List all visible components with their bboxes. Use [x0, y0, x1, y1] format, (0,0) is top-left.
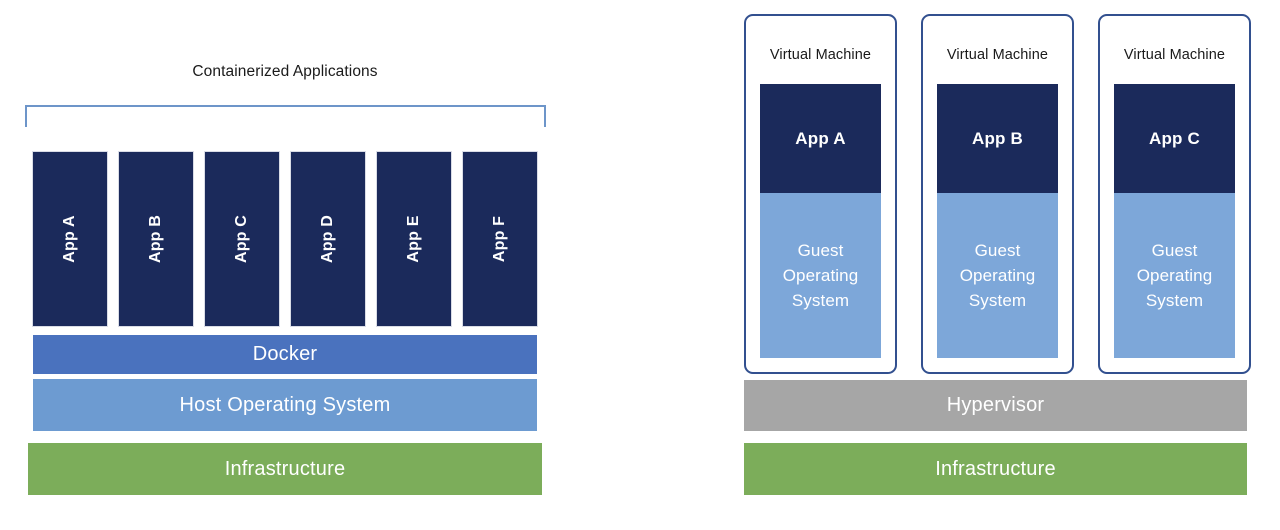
virtual-machine-card-c[interactable]: Virtual Machine App C Guest Operating Sy… — [1098, 14, 1251, 374]
virtual-machine-card-a[interactable]: Virtual Machine App A Guest Operating Sy… — [744, 14, 897, 374]
vm-guest-os-block: Guest Operating System — [937, 193, 1058, 358]
container-box-app-e[interactable]: App E — [377, 152, 451, 326]
containerized-applications-diagram: Containerized Applications App A App B A… — [25, 63, 546, 495]
layer-docker: Docker — [33, 335, 537, 374]
container-boxes-row: App A App B App C App D App E App F — [33, 152, 537, 326]
containerized-applications-title: Containerized Applications — [192, 63, 378, 80]
container-box-app-f[interactable]: App F — [463, 152, 537, 326]
vm-guest-os-block: Guest Operating System — [1114, 193, 1235, 358]
virtual-machine-cards-row: Virtual Machine App A Guest Operating Sy… — [744, 14, 1251, 374]
container-label: App B — [147, 214, 164, 264]
virtual-machines-diagram: Virtual Machine App A Guest Operating Sy… — [640, 0, 1280, 530]
vm-guest-os-block: Guest Operating System — [760, 193, 881, 358]
container-box-app-d[interactable]: App D — [291, 152, 365, 326]
container-box-app-a[interactable]: App A — [33, 152, 107, 326]
container-label: App F — [491, 215, 508, 263]
vm-app-block: App C — [1114, 84, 1235, 193]
layer-infrastructure-vms: Infrastructure — [744, 443, 1247, 495]
layer-hypervisor: Hypervisor — [744, 380, 1247, 431]
virtual-machine-title: Virtual Machine — [946, 47, 1049, 63]
container-label: App E — [405, 215, 422, 263]
layer-infrastructure-containers: Infrastructure — [28, 443, 542, 495]
container-label: App C — [233, 214, 250, 264]
container-box-app-c[interactable]: App C — [205, 152, 279, 326]
vm-app-block: App B — [937, 84, 1058, 193]
virtual-machine-title: Virtual Machine — [1123, 47, 1226, 63]
virtual-machine-card-b[interactable]: Virtual Machine App B Guest Operating Sy… — [921, 14, 1074, 374]
container-label: App D — [319, 214, 336, 264]
vm-app-block: App A — [760, 84, 881, 193]
virtual-machine-title: Virtual Machine — [769, 47, 872, 63]
container-label: App A — [61, 215, 78, 263]
containerized-applications-bracket — [25, 105, 546, 127]
layer-host-operating-system: Host Operating System — [33, 379, 537, 431]
container-box-app-b[interactable]: App B — [119, 152, 193, 326]
